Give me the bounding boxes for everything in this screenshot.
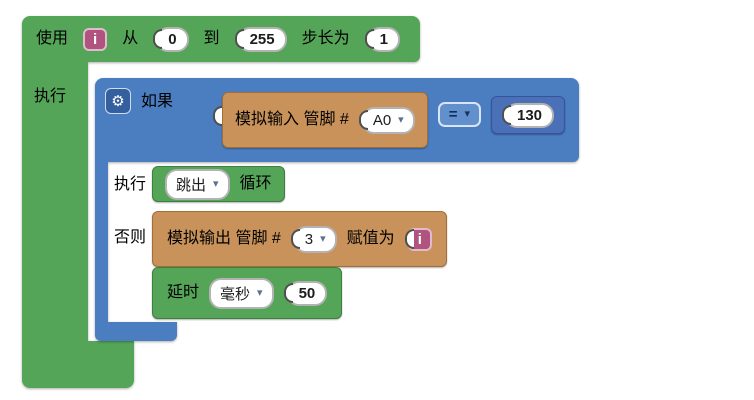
if-block-foot[interactable] — [95, 322, 177, 341]
break-action-value: 跳出 — [176, 176, 207, 194]
compare-operator-dropdown[interactable]: = ▾ — [437, 102, 481, 127]
value-socket — [153, 29, 163, 49]
analog-input-pin-slot: A0 ▾ — [358, 106, 415, 134]
analog-input-label: 模拟输入 管脚 # — [235, 111, 349, 129]
value-socket — [283, 283, 293, 303]
value-socket — [234, 29, 244, 49]
analog-output-block[interactable]: 模拟输出 管脚 # 3 ▾ 赋值为 i — [152, 211, 447, 267]
to-value-field[interactable]: 255 — [237, 26, 287, 52]
gear-icon[interactable]: ⚙ — [105, 88, 131, 114]
dropdown-arrow-icon: ▾ — [464, 108, 470, 120]
number-block[interactable]: 130 — [491, 96, 566, 134]
condition-socket — [213, 106, 223, 126]
break-loop-label: 循环 — [239, 175, 272, 193]
for-step-label: 步长为 — [301, 30, 350, 48]
for-from-label: 从 — [122, 30, 139, 48]
analog-output-label: 模拟输出 管脚 # — [167, 230, 281, 248]
pin-socket — [290, 229, 300, 249]
if-label: 如果 — [141, 93, 174, 110]
break-block[interactable]: 跳出 ▾ 循环 — [152, 166, 285, 202]
value-socket — [404, 229, 414, 249]
dropdown-arrow-icon: ▾ — [398, 113, 404, 126]
for-use-label: 使用 — [36, 30, 69, 48]
analog-output-pin-slot: 3 ▾ — [290, 225, 337, 253]
from-value-slot: 0 — [153, 26, 189, 52]
pin-socket — [358, 110, 368, 130]
loop-variable-block[interactable]: i — [83, 27, 108, 51]
compare-operator-value: = — [448, 106, 458, 123]
for-to-label: 到 — [203, 30, 220, 48]
dropdown-arrow-icon: ▾ — [320, 232, 326, 245]
if-else-label: 否则 — [114, 229, 147, 246]
assign-label: 赋值为 — [346, 230, 395, 248]
dropdown-arrow-icon: ▾ — [257, 286, 263, 299]
for-loop-header[interactable]: 使用 i 从 0 到 255 步长为 1 — [22, 16, 420, 62]
delay-unit-value: 毫秒 — [220, 285, 251, 303]
for-do-label: 执行 — [34, 88, 67, 105]
delay-label: 延时 — [167, 284, 200, 302]
to-value-slot: 255 — [234, 26, 287, 52]
analog-input-block[interactable]: 模拟输入 管脚 # A0 ▾ — [222, 92, 428, 148]
analog-output-pin-dropdown[interactable]: 3 ▾ — [293, 225, 337, 253]
dropdown-arrow-icon: ▾ — [213, 177, 219, 190]
for-loop-spine[interactable]: 执行 — [22, 61, 88, 342]
value-socket — [364, 29, 374, 49]
delay-block[interactable]: 延时 毫秒 ▾ 50 — [152, 267, 343, 319]
pin-value: 3 — [304, 230, 314, 248]
if-block-header[interactable]: ⚙ 如果 模拟输入 管脚 # A0 ▾ = ▾ 130 — [95, 78, 580, 162]
compare-value-field[interactable]: 130 — [505, 102, 555, 128]
analog-input-pin-dropdown[interactable]: A0 ▾ — [361, 106, 415, 134]
value-socket — [502, 105, 511, 125]
pin-value: A0 — [372, 111, 392, 129]
delay-value-field[interactable]: 50 — [286, 280, 328, 306]
break-type-dropdown[interactable]: 跳出 ▾ — [165, 168, 230, 200]
if-do-label: 执行 — [114, 176, 147, 193]
assign-value-slot: i — [404, 227, 432, 251]
for-loop-foot[interactable] — [22, 341, 134, 388]
if-block-spine[interactable] — [95, 161, 108, 323]
step-value-slot: 1 — [364, 26, 400, 52]
delay-unit-dropdown[interactable]: 毫秒 ▾ — [209, 277, 274, 309]
delay-value-slot: 50 — [283, 280, 328, 306]
